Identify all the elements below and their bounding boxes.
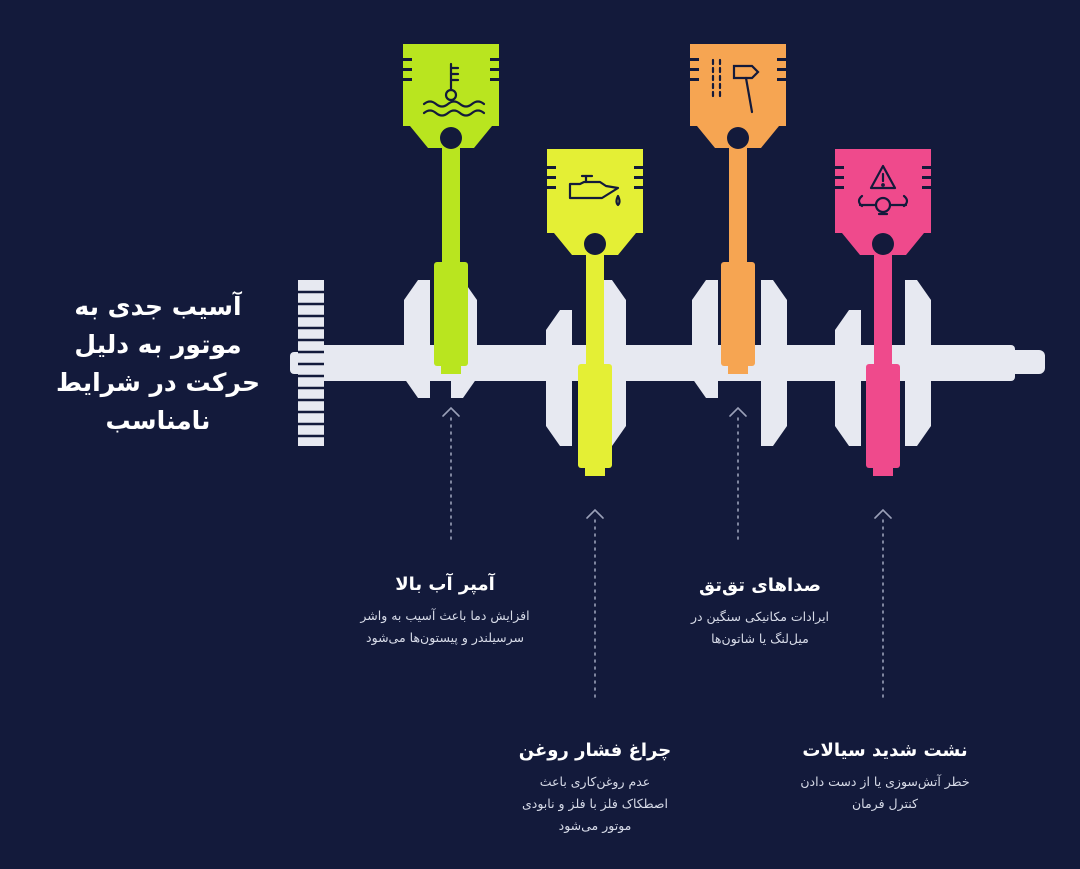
label-title: چراغ فشار روغن — [518, 740, 672, 761]
connecting-rod-orange — [729, 118, 747, 268]
pointer-lines — [442, 406, 892, 701]
label-title: نشت شدید سیالات — [802, 740, 968, 761]
piston-yellow — [547, 149, 643, 476]
rod-big-end-pink — [866, 364, 900, 468]
crankshaft — [290, 345, 1045, 381]
piston-head-yellow — [547, 149, 643, 233]
label-description: عدم روغن‌کاری باعث اصطکاک فلز با فلز و ن… — [521, 774, 669, 833]
label-knocking-noise: صداهای تق‌تق ایرادات مکانیکی سنگین در می… — [625, 575, 895, 650]
piston-pink — [835, 149, 931, 476]
crank-webs — [404, 280, 931, 446]
main-title: آسیب جدی به موتور به دلیل حرکت در شرایط … — [55, 292, 261, 435]
label-high-coolant-temp: آمپر آب بالا افزایش دما باعث آسیب به واش… — [320, 574, 570, 649]
piston-head-orange — [690, 44, 786, 126]
label-description: خطر آتش‌سوزی یا از دست دادن کنترل فرمان — [800, 774, 970, 811]
connecting-rod-lime — [442, 118, 460, 268]
shaft-right-end — [1005, 350, 1045, 374]
connecting-rod-yellow — [586, 220, 604, 380]
label-title: آمپر آب بالا — [395, 574, 495, 595]
rod-big-end-yellow — [578, 364, 612, 468]
hammer-knock-icon — [711, 58, 760, 114]
piston-lime — [403, 44, 499, 374]
label-title: صداهای تق‌تق — [699, 575, 821, 596]
coolant-temperature-icon — [422, 62, 486, 117]
oil-can-icon — [568, 174, 621, 207]
rod-big-end-orange — [721, 262, 755, 366]
rod-big-end-lime — [434, 262, 468, 366]
label-fluid-leak: نشت شدید سیالات خطر آتش‌سوزی یا از دست د… — [760, 740, 1010, 815]
piston-head-pink — [835, 149, 931, 233]
label-oil-pressure-light: چراغ فشار روغن عدم روغن‌کاری باعث اصطکاک… — [480, 740, 710, 837]
flywheel-gear — [298, 280, 330, 446]
warning-leak-icon — [857, 164, 909, 216]
piston-orange — [690, 44, 786, 374]
label-description: افزایش دما باعث آسیب به واشر سرسیلندر و … — [360, 608, 530, 645]
label-description: ایرادات مکانیکی سنگین در میل‌لنگ یا شاتو… — [690, 609, 830, 646]
connecting-rod-pink — [874, 220, 892, 380]
